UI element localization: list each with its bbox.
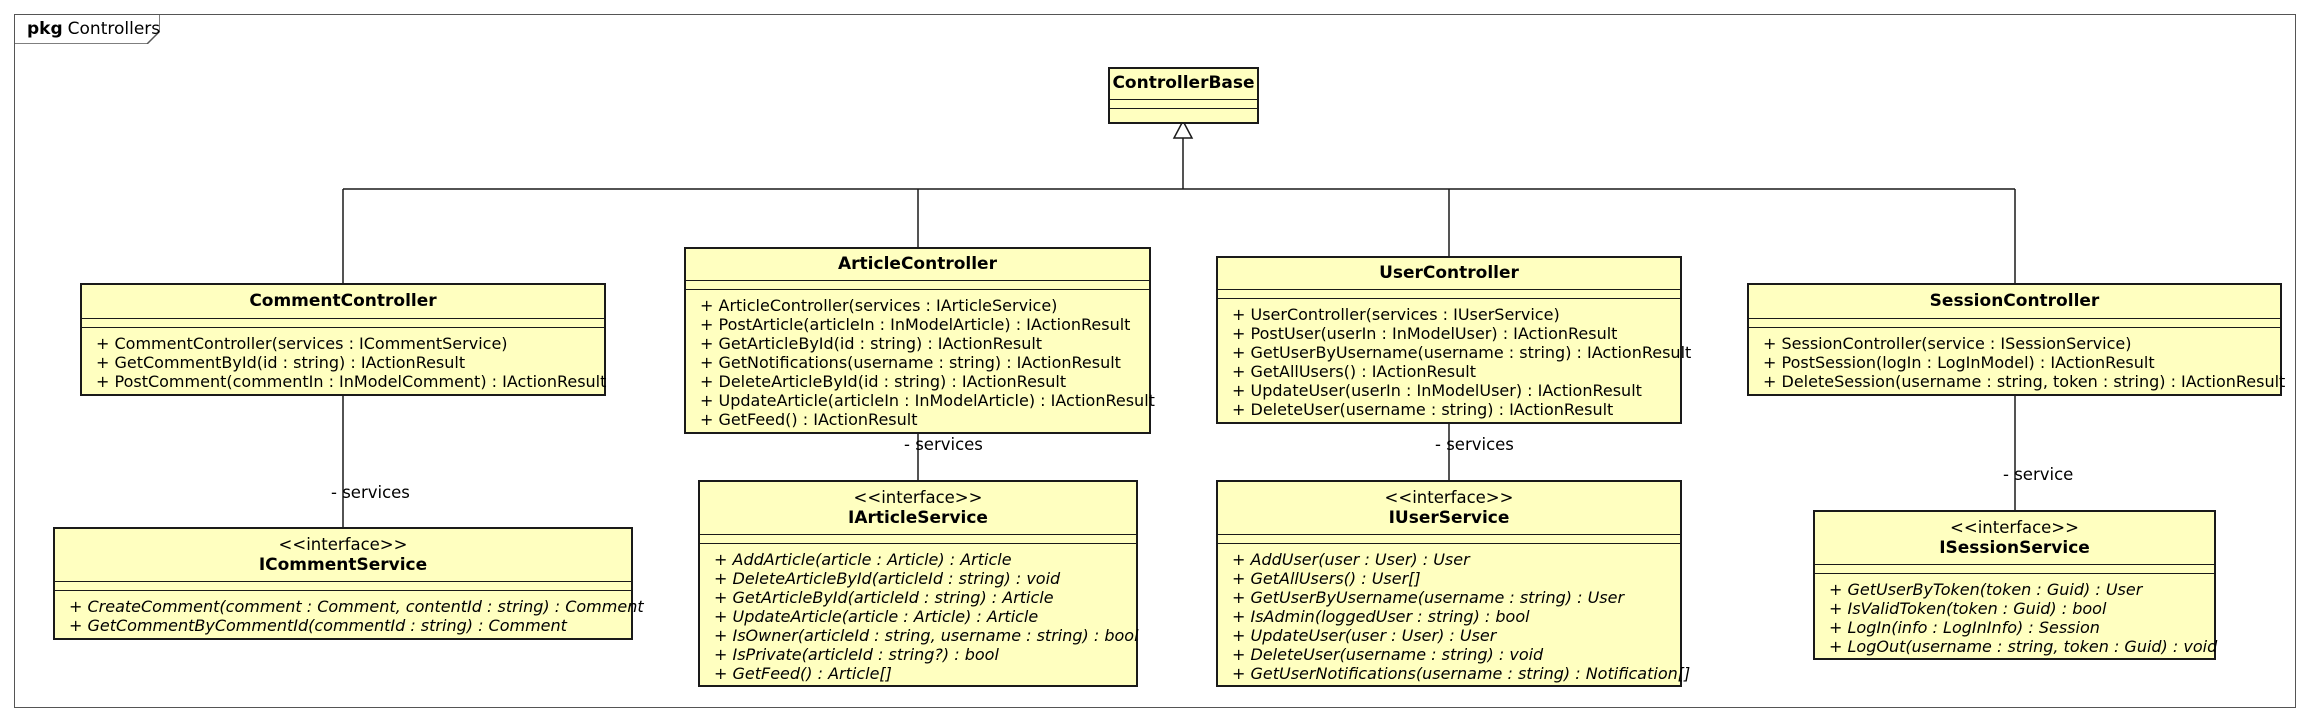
operation: + GetCommentByCommentId(commentId : stri…: [69, 616, 567, 635]
class-header: SessionController: [1749, 285, 2280, 319]
controllerbase-class: ControllerBase: [1108, 67, 1259, 124]
operations-compartment: + GetUserByToken(token : Guid) : User + …: [1815, 574, 2218, 660]
class-header: <<interface>> IArticleService: [700, 482, 1136, 535]
role-user-services: - services: [1435, 435, 1514, 454]
operation: + PostArticle(articleIn : InModelArticle…: [700, 315, 1131, 334]
attributes-compartment: [686, 281, 1149, 290]
operation: + GetAllUsers() : IActionResult: [1232, 362, 1476, 381]
class-header: UserController: [1218, 258, 1680, 290]
operation: + ArticleController(services : IArticleS…: [700, 296, 1058, 315]
operation: + GetNotifications(username : string) : …: [700, 353, 1121, 372]
operation: + UpdateUser(user : User) : User: [1232, 626, 1497, 645]
class-name: SessionController: [1929, 291, 2100, 311]
operation: + LogOut(username : string, token : Guid…: [1829, 637, 2218, 656]
generalization-arrowhead: [1172, 119, 1194, 139]
iuserservice-interface: <<interface>> IUserService + AddUser(use…: [1216, 480, 1691, 687]
attributes-compartment: [1749, 319, 2280, 328]
attributes-compartment: [82, 319, 604, 328]
package-frame: [14, 14, 2296, 708]
role-article-services: - services: [904, 435, 983, 454]
operation: + DeleteSession(username : string, token…: [1763, 372, 2286, 391]
operations-compartment: + UserController(services : IUserService…: [1218, 299, 1692, 423]
operation: + UserController(services : IUserService…: [1232, 305, 1560, 324]
attributes-compartment: [1218, 535, 1680, 544]
operation: + GetAllUsers() : User[]: [1232, 569, 1421, 588]
class-header: CommentController: [82, 285, 604, 319]
operations-compartment: + CreateComment(comment : Comment, conte…: [55, 591, 644, 639]
operations-compartment: + ArticleController(services : IArticleS…: [686, 290, 1155, 433]
operation: + GetFeed() : IActionResult: [700, 410, 918, 429]
operation: + DeleteUser(username : string) : IActio…: [1232, 400, 1614, 419]
operations-compartment: + AddArticle(article : Article) : Articl…: [700, 544, 1139, 687]
class-name: ICommentService: [258, 555, 428, 575]
operation: + DeleteArticleById(id : string) : IActi…: [700, 372, 1067, 391]
operation: + GetFeed() : Article[]: [714, 664, 892, 683]
operation: + UpdateArticle(articleIn : InModelArtic…: [700, 391, 1155, 410]
operation: + IsValidToken(token : Guid) : bool: [1829, 599, 2107, 618]
attributes-compartment: [700, 535, 1136, 544]
class-header: <<interface>> IUserService: [1218, 482, 1680, 535]
stereotype: <<interface>>: [1950, 518, 2079, 537]
class-header: <<interface>> ISessionService: [1815, 512, 2214, 565]
package-tab-shape: [14, 14, 160, 44]
commentcontroller-class: CommentController + CommentController(se…: [80, 283, 606, 396]
operation: + AddUser(user : User) : User: [1232, 550, 1470, 569]
sessioncontroller-class: SessionController + SessionController(se…: [1747, 283, 2286, 396]
operation: + UpdateUser(userIn : InModelUser) : IAc…: [1232, 381, 1642, 400]
operation: + PostUser(userIn : InModelUser) : IActi…: [1232, 324, 1618, 343]
class-header: <<interface>> ICommentService: [55, 529, 631, 582]
stereotype: <<interface>>: [853, 488, 983, 507]
class-name: ArticleController: [838, 254, 997, 274]
attributes-compartment: [1815, 565, 2214, 574]
class-name: CommentController: [249, 291, 437, 311]
operation: + CommentController(services : ICommentS…: [96, 334, 508, 353]
class-name: UserController: [1379, 263, 1519, 283]
class-name: ControllerBase: [1112, 73, 1255, 93]
operation: + GetUserNotifications(username : string…: [1232, 664, 1691, 683]
usercontroller-class: UserController + UserController(services…: [1216, 256, 1692, 424]
isessionservice-interface: <<interface>> ISessionService + GetUserB…: [1813, 510, 2218, 660]
operation: + IsPrivate(articleId : string?) : bool: [714, 645, 999, 664]
attributes-compartment: [55, 582, 631, 591]
operation: + GetArticleById(articleId : string) : A…: [714, 588, 1054, 607]
operation: + IsAdmin(loggedUser : string) : bool: [1232, 607, 1530, 626]
stereotype: <<interface>>: [1384, 488, 1514, 507]
role-comment-services: - services: [331, 483, 410, 502]
operations-compartment: + AddUser(user : User) : User + GetAllUs…: [1218, 544, 1691, 687]
attributes-compartment: [1218, 290, 1680, 299]
role-session-service: - service: [2003, 465, 2074, 484]
operation: + GetCommentById(id : string) : IActionR…: [96, 353, 466, 372]
operations-compartment: + CommentController(services : ICommentS…: [82, 328, 607, 395]
operation: + PostSession(logIn : LogInModel) : IAct…: [1763, 353, 2155, 372]
operation: + AddArticle(article : Article) : Articl…: [714, 550, 1012, 569]
package-keyword: pkg: [27, 19, 63, 39]
package-name: Controllers: [67, 19, 161, 39]
operation: + GetUserByUsername(username : string) :…: [1232, 588, 1625, 607]
operation: + GetUserByToken(token : Guid) : User: [1829, 580, 2143, 599]
operation: + SessionController(service : ISessionSe…: [1763, 334, 2132, 353]
iarticleservice-interface: <<interface>> IArticleService + AddArtic…: [698, 480, 1139, 687]
operation: + UpdateArticle(article : Article) : Art…: [714, 607, 1039, 626]
operations-compartment: + SessionController(service : ISessionSe…: [1749, 328, 2286, 395]
operation: + DeleteUser(username : string) : void: [1232, 645, 1544, 664]
operation: + LogIn(info : LogInInfo) : Session: [1829, 618, 2100, 637]
attributes-compartment: [1110, 100, 1257, 109]
operation: + GetUserByUsername(username : string) :…: [1232, 343, 1692, 362]
class-name: IUserService: [1388, 508, 1510, 528]
operation: + DeleteArticleById(articleId : string) …: [714, 569, 1061, 588]
class-name: IArticleService: [848, 508, 988, 528]
icommentservice-interface: <<interface>> ICommentService + CreateCo…: [53, 527, 644, 640]
operation: + IsOwner(articleId : string, username :…: [714, 626, 1139, 645]
operation: + PostComment(commentIn : InModelComment…: [96, 372, 607, 391]
operation: + GetArticleById(id : string) : IActionR…: [700, 334, 1043, 353]
class-header: ArticleController: [686, 249, 1149, 281]
class-name: ISessionService: [1939, 538, 2090, 558]
articlecontroller-class: ArticleController + ArticleController(se…: [684, 247, 1155, 434]
operation: + CreateComment(comment : Comment, conte…: [69, 597, 644, 616]
stereotype: <<interface>>: [278, 535, 408, 554]
class-header: ControllerBase: [1110, 69, 1257, 100]
